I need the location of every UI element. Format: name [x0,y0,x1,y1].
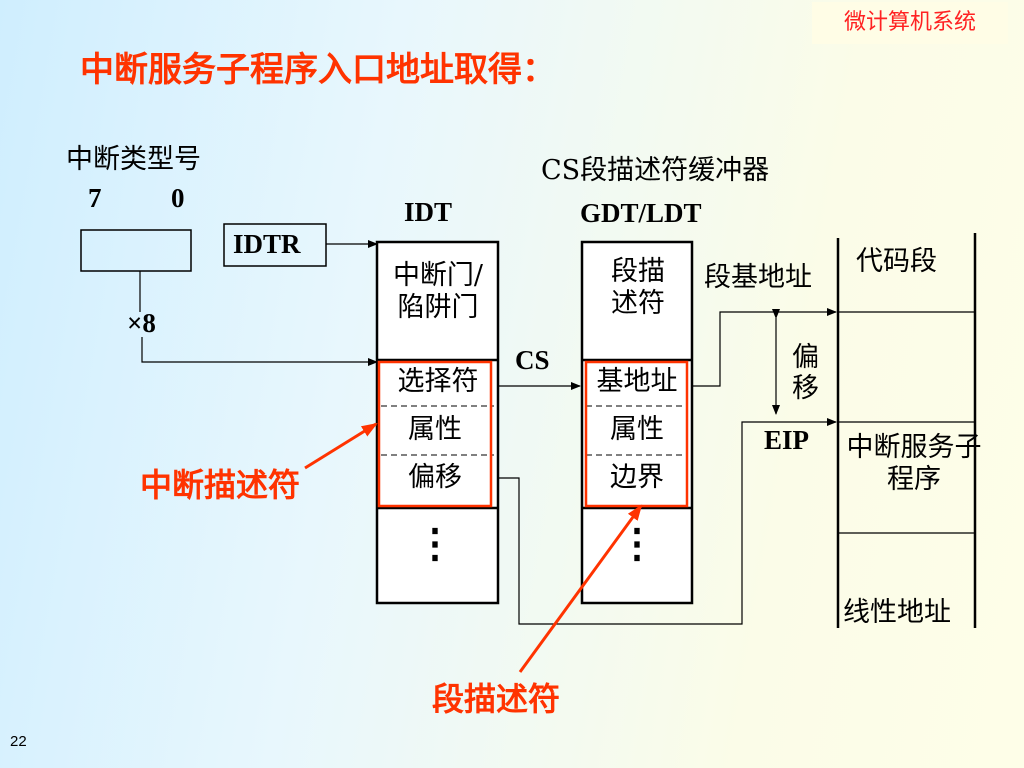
isr-label: 中断服务子程序 [846,432,982,496]
idt-label: IDT [404,197,453,227]
interrupt-type-label: 中断类型号 [66,144,201,175]
cs-cache-label: CS段描述符缓冲器 [541,155,770,186]
idt-highlight [377,360,493,508]
idt-table [375,240,500,605]
idt-gate-cell: 中断门/陷阱门 [392,260,484,324]
vector-arrow [141,337,378,366]
code-segment-label: 代码段 [856,246,937,277]
course-badge: 微计算机系统 [812,2,1008,44]
gdt-seg-desc-cell: 段描述符 [611,256,665,320]
gdt-ellipsis: ⋮ [617,521,657,566]
idt-attr-cell: 属性 [408,414,462,445]
offset-arrow [498,418,837,625]
idtr-box [223,223,327,267]
vector-register-box [80,229,192,272]
int-desc-callout-arrow [304,422,378,470]
gdt-table [580,240,694,605]
idt-selector-cell: 选择符 [397,366,479,397]
gdt-ldt-label: GDT/LDT [580,198,702,228]
segment-base-label: 段基地址 [704,262,812,293]
offset-vertical-label: 偏移 [792,342,819,405]
page-number: 22 [10,733,27,750]
idtr-label: IDTR [233,229,301,259]
idt-offset-cell: 偏移 [408,462,462,493]
interrupt-descriptor-callout: 中断描述符 [140,466,301,504]
eip-label: EIP [764,425,810,455]
linear-address-label: 线性地址 [843,597,951,628]
seg-desc-callout-arrow [518,504,643,673]
idt-ellipsis: ⋮ [415,521,455,566]
bit-0-label: 0 [171,183,185,213]
times-8-label: ×8 [127,308,156,338]
gdt-attr-cell: 属性 [610,414,664,445]
cs-label: CS [515,345,550,375]
gdt-limit-cell: 边界 [610,462,664,493]
gdt-base-cell: 基地址 [596,366,678,397]
bit-7-label: 7 [88,183,102,213]
slide-title: 中断服务子程序入口地址取得： [80,50,556,90]
segment-descriptor-callout: 段描述符 [432,680,561,718]
